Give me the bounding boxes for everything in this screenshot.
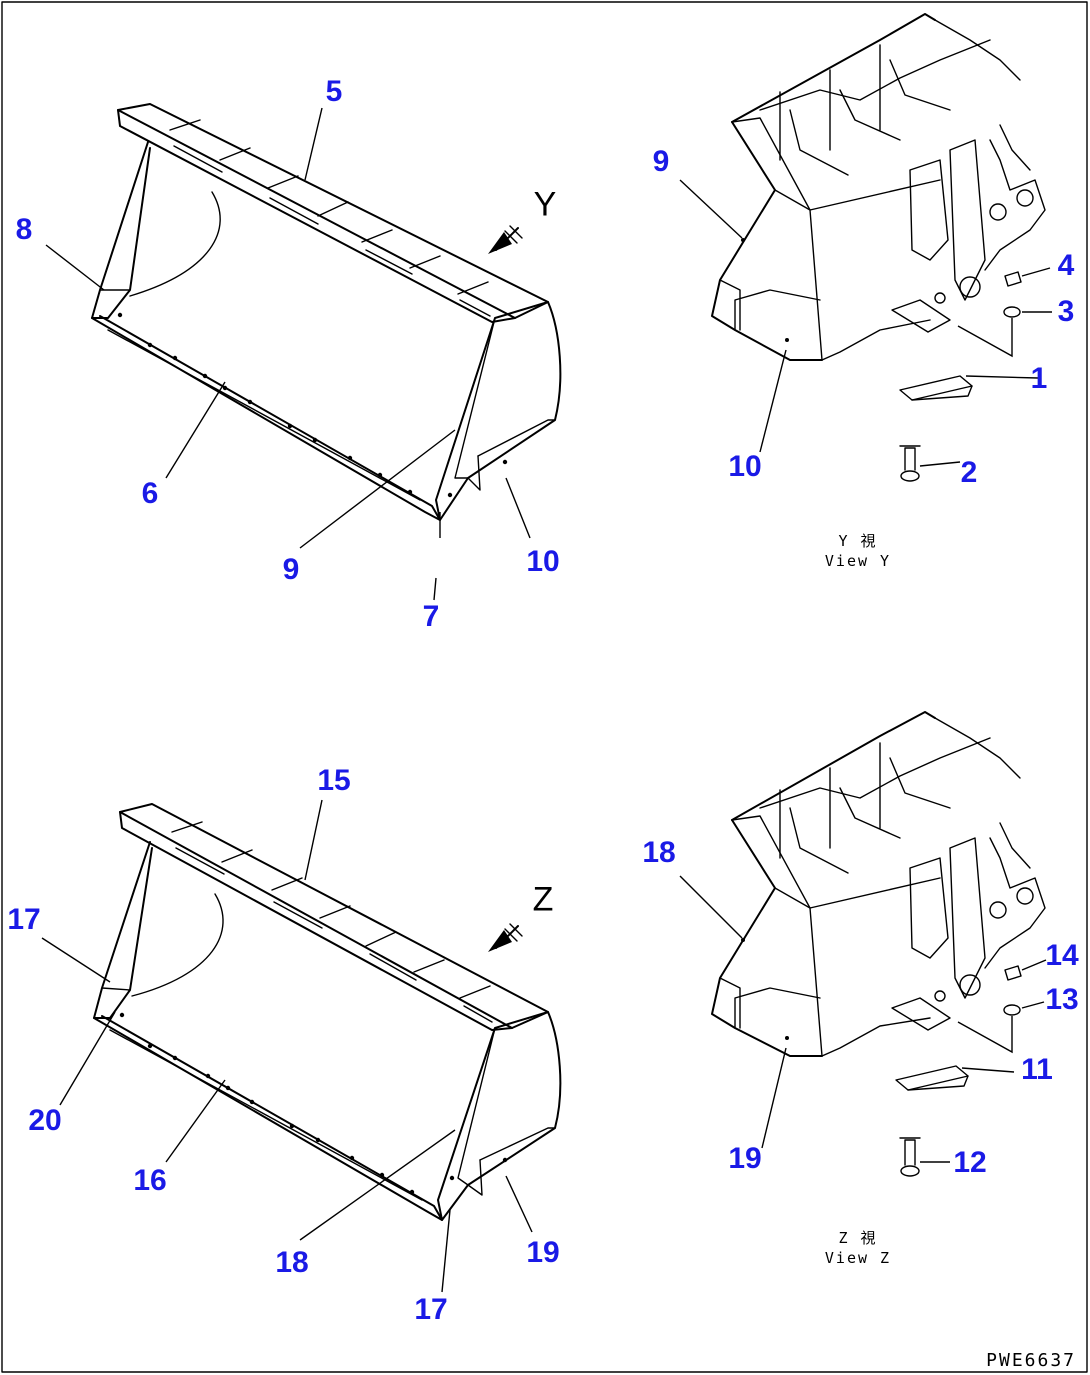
callout-2[interactable]: 2 [960,456,978,489]
view-y-caption: Y 視 View Y [825,531,891,571]
view-letter-y: Y [533,185,557,224]
callout-18-front[interactable]: 18 [275,1246,309,1279]
callout-18-view-z[interactable]: 18 [642,836,676,869]
leaders-top-left [45,107,531,601]
view-arrow-y [488,225,523,254]
callout-16[interactable]: 16 [133,1164,167,1197]
callout-17-bottom[interactable]: 17 [414,1293,448,1326]
callout-13[interactable]: 13 [1045,983,1079,1016]
view-y-caption-en: View Y [824,552,892,570]
leaders-top-right [679,179,1052,467]
callout-4[interactable]: 4 [1057,249,1075,282]
leaders-bottom-right [679,875,1047,1163]
callout-7[interactable]: 7 [422,600,440,633]
callout-17-left[interactable]: 17 [7,903,41,936]
bucket-front-view-bottom [93,803,562,1221]
view-z-caption-en: View Z [824,1249,892,1267]
bucket-side-view-z [711,711,1046,1177]
view-y-caption-jp: Y 視 [838,532,878,550]
callout-20[interactable]: 20 [28,1104,62,1137]
callout-12[interactable]: 12 [953,1146,987,1179]
callout-6[interactable]: 6 [141,477,159,510]
callout-8[interactable]: 8 [15,213,33,246]
callout-10-top[interactable]: 10 [526,545,560,578]
view-z-caption: Z 視 View Z [825,1228,891,1268]
callout-10-view-y[interactable]: 10 [728,450,762,483]
callout-3[interactable]: 3 [1057,295,1075,328]
callout-1[interactable]: 1 [1030,362,1048,395]
callout-14[interactable]: 14 [1045,939,1079,972]
callout-11[interactable]: 11 [1021,1053,1053,1086]
callout-19-front[interactable]: 19 [526,1236,560,1269]
document-id: PWE6637 [986,1350,1076,1371]
callout-5[interactable]: 5 [325,75,343,108]
callout-19-view-z[interactable]: 19 [728,1142,762,1175]
bucket-side-view-y [711,13,1046,482]
view-arrow-z [488,923,523,952]
callout-9-view-y[interactable]: 9 [652,145,670,178]
leaders-bottom-left [41,799,533,1293]
bucket-front-view-top [91,103,562,521]
view-letter-z: Z [532,880,554,919]
callout-9-top[interactable]: 9 [282,553,300,586]
view-z-caption-jp: Z 視 [838,1229,878,1247]
callout-15[interactable]: 15 [317,764,351,797]
